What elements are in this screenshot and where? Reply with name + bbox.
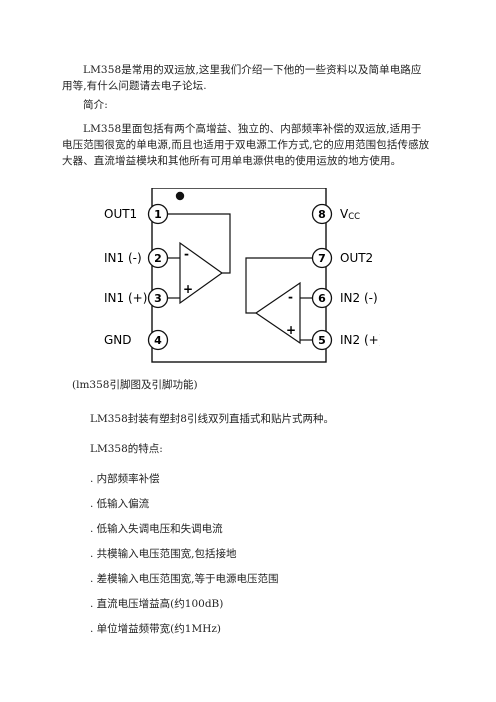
feature-item: . 差模输入电压范围宽,等于电源电压范围 xyxy=(90,573,279,585)
pin-4-label: GND xyxy=(104,333,132,347)
opamp-1-output-wire xyxy=(168,213,231,274)
vcc-subscript: CC xyxy=(348,212,360,222)
pin-5-number: 5 xyxy=(318,334,326,347)
pin-3-circle xyxy=(147,287,169,309)
feature-item: . 直流电压增益高(约100dB) xyxy=(90,598,224,610)
pin-7-number: 7 xyxy=(318,252,326,265)
vcc-main: V xyxy=(340,207,349,221)
opamp-2-triangle xyxy=(254,281,301,345)
pin-8-number: 8 xyxy=(318,208,326,221)
pin-7-label: OUT2 xyxy=(340,251,373,265)
package-text: LM358封装有塑封8引线双列直插式和贴片式两种。 xyxy=(90,413,334,425)
pin-6-circle xyxy=(311,287,333,309)
opamp-1-minus: - xyxy=(184,247,189,261)
pin-4-number: 4 xyxy=(154,334,162,347)
feature-item: . 单位增益频带宽(约1MHz) xyxy=(90,623,221,635)
opamp-2-output-wire xyxy=(245,257,312,314)
section-title: 简介: xyxy=(83,99,108,111)
feature-item: . 低输入失调电压和失调电流 xyxy=(90,523,223,535)
pin-5-label: IN2 (+) xyxy=(340,333,380,347)
feature-item: . 共模输入电压范围宽,包括接地 xyxy=(90,548,237,560)
pin-8-label: VCC xyxy=(340,207,360,222)
pin-1-circle xyxy=(147,203,169,225)
pin-2-label: IN1 (-) xyxy=(104,251,142,265)
pin-3-number: 3 xyxy=(154,292,162,305)
opamp-1-triangle xyxy=(179,241,224,305)
opamp-2-minus: - xyxy=(288,290,293,304)
feature-item: . 内部频率补偿 xyxy=(90,473,160,485)
pin-2-circle xyxy=(147,247,169,269)
pin-5-circle xyxy=(311,329,333,351)
pin-6-label: IN2 (-) xyxy=(340,291,378,305)
pin-1-label: OUT1 xyxy=(104,207,137,221)
pin-6-number: 6 xyxy=(318,292,326,305)
pin-7-circle xyxy=(311,247,333,269)
opamp-2-plus: + xyxy=(286,323,296,337)
features-title: LM358的特点: xyxy=(90,443,163,455)
feature-item: . 低输入偏流 xyxy=(90,498,150,510)
diagram-caption: (lm358引脚图及引脚功能) xyxy=(72,379,198,391)
pin-4-circle xyxy=(147,329,169,351)
chip-outline xyxy=(151,188,327,363)
pin-2-number: 2 xyxy=(154,252,162,265)
opamp-1-plus: + xyxy=(183,282,193,296)
description-paragraph: LM358里面包括有两个高增益、独立的、内部频率补偿的双运放,适用于电压范围很宽… xyxy=(62,123,430,167)
pin1-marker-dot xyxy=(175,191,185,201)
pin-8-circle xyxy=(311,203,333,225)
intro-paragraph: LM358是常用的双运放,这里我们介绍一下他的一些资料以及简单电路应用等,有什么… xyxy=(62,64,422,92)
pin-1-number: 1 xyxy=(154,208,162,221)
pin-3-label: IN1 (+) xyxy=(104,291,147,305)
pinout-diagram: 1 2 3 4 8 7 6 5 OUT1 IN1 (-) IN1 (+) GND… xyxy=(104,188,380,363)
